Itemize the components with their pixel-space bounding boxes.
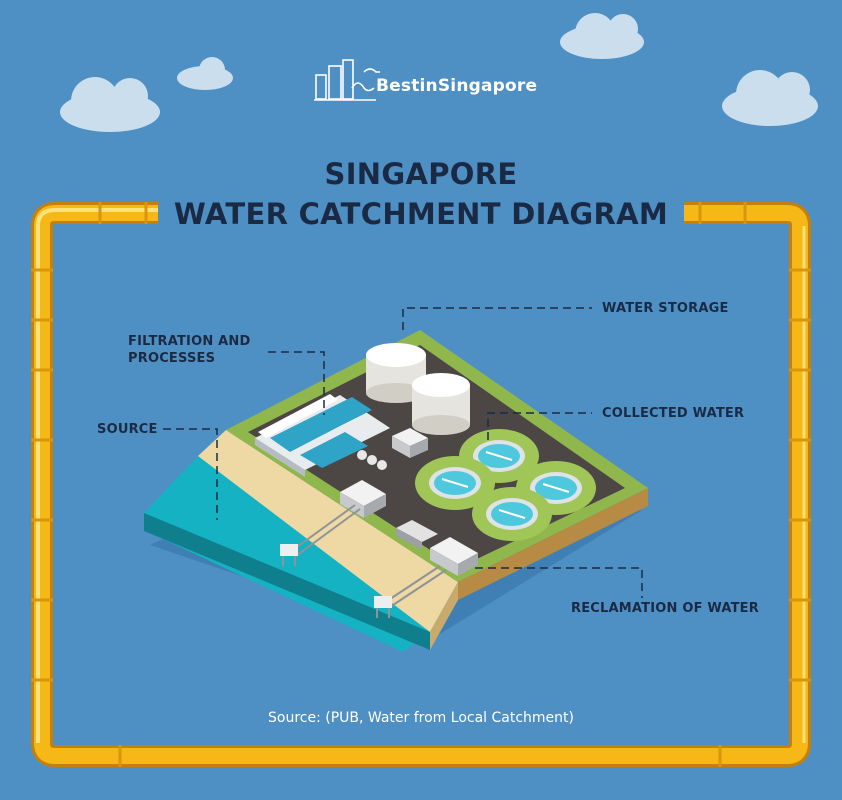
label-water-storage: WATER STORAGE bbox=[602, 301, 729, 316]
label-collected-water: COLLECTED WATER bbox=[602, 406, 745, 421]
label-source: SOURCE bbox=[97, 422, 158, 437]
title-line-1: SINGAPORE bbox=[324, 157, 518, 191]
source-note: Source: (PUB, Water from Local Catchment… bbox=[268, 710, 574, 726]
sand-strip bbox=[198, 430, 458, 650]
label-filtration: FILTRATION AND PROCESSES bbox=[128, 333, 250, 367]
filtration-basins bbox=[255, 394, 390, 477]
cloud-icon bbox=[560, 13, 644, 59]
cloud-icon bbox=[722, 70, 818, 126]
intake-piers bbox=[289, 504, 447, 608]
brand-logo-icon bbox=[314, 59, 380, 101]
label-filtration-line-2: PROCESSES bbox=[128, 351, 216, 366]
cloud-icon bbox=[60, 57, 233, 132]
pipe-frame bbox=[31, 202, 811, 767]
leader-lines bbox=[163, 307, 643, 598]
label-filtration-line-1: FILTRATION AND bbox=[128, 334, 251, 349]
label-reclamation: RECLAMATION OF WATER bbox=[571, 601, 759, 616]
brand-header: BestinSingapore bbox=[312, 56, 537, 102]
page-title: SINGAPORE WATER CATCHMENT DIAGRAM bbox=[0, 154, 842, 234]
brand-name: BestinSingapore bbox=[376, 76, 538, 96]
clarifier-tanks bbox=[415, 429, 596, 541]
treatment-buildings bbox=[340, 428, 478, 576]
title-line-2: WATER CATCHMENT DIAGRAM bbox=[173, 197, 669, 231]
intake-pumps bbox=[280, 544, 392, 618]
water-storage-tanks bbox=[366, 343, 470, 435]
